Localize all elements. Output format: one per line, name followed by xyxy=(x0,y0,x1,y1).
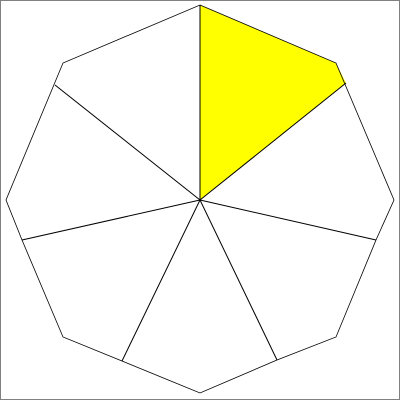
spoke-lower-right xyxy=(199,199,278,361)
spoke-left xyxy=(21,199,201,241)
spoke-upper-left xyxy=(54,84,201,201)
spoke-right xyxy=(199,199,377,241)
spoke-upper-right xyxy=(199,82,347,201)
filled-wedge xyxy=(200,5,346,200)
decagon-outline xyxy=(5,4,395,394)
spoke-lower-left xyxy=(121,199,201,362)
